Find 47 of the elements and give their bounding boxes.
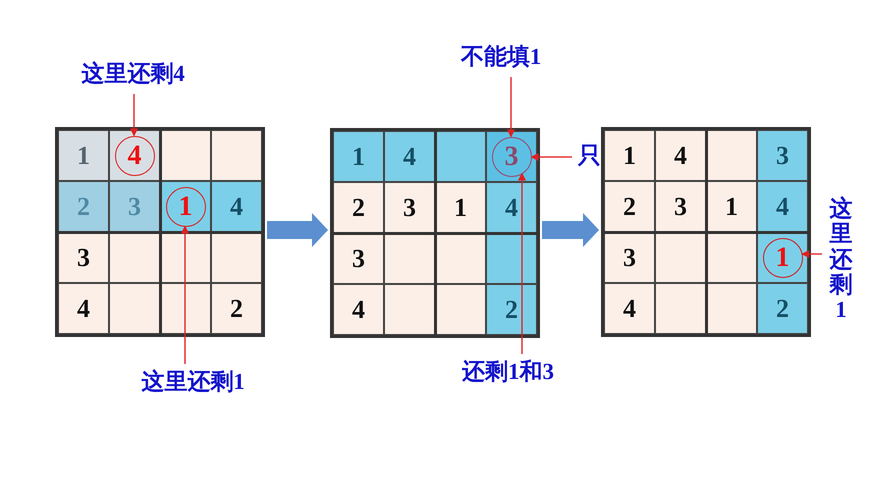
cell-number: 3 [674, 194, 687, 220]
circled-number: 3 [492, 136, 532, 176]
cell-number: 2 [230, 296, 243, 322]
cell-number: 3 [403, 194, 416, 220]
cell-number: 2 [352, 194, 365, 220]
cell-number: 4 [77, 296, 90, 322]
cell-number: 4 [230, 194, 243, 220]
sudoku-grid [55, 127, 265, 337]
leader-arrow [181, 226, 189, 364]
leader-arrow [518, 172, 526, 354]
callout-text: 这里还剩1 [110, 370, 276, 393]
circled-number: 1 [762, 238, 802, 278]
cell-number: 1 [725, 194, 738, 220]
sudoku-grid [601, 127, 811, 337]
block-arrow [267, 213, 328, 247]
cell-number: 2 [776, 296, 789, 322]
cell-number: 2 [77, 194, 90, 220]
cell-number: 1 [454, 194, 467, 220]
callout-text: 还剩1和3 [430, 360, 586, 383]
cell-number: 4 [352, 296, 365, 322]
callout-text: 这里还剩1 [828, 196, 854, 322]
cell-number: 4 [505, 194, 518, 220]
cell-number: 3 [128, 194, 141, 220]
cell-number: 1 [77, 142, 90, 168]
cell-number: 1 [352, 144, 365, 170]
cell-number: 2 [505, 296, 518, 322]
cell-number: 4 [674, 142, 687, 168]
cell-number: 4 [776, 194, 789, 220]
leader-arrow [130, 94, 138, 136]
leader-arrow [507, 77, 515, 138]
cell-number: 3 [623, 244, 636, 270]
callout-text: 只 [578, 144, 600, 167]
circled-number: 1 [166, 186, 206, 226]
sudoku-grid [330, 128, 540, 338]
cell-number: 3 [77, 244, 90, 270]
cell-number: 4 [403, 144, 416, 170]
cell-number: 3 [352, 246, 365, 272]
cell-number: 2 [623, 194, 636, 220]
leader-arrow [530, 153, 572, 161]
circled-number: 4 [114, 136, 154, 176]
callout-text: 这里还剩4 [50, 62, 216, 85]
cell-number: 4 [623, 296, 636, 322]
cell-number: 3 [776, 142, 789, 168]
block-arrow [542, 213, 599, 247]
cell-number: 1 [623, 142, 636, 168]
callout-text: 不能填1 [436, 45, 566, 68]
leader-arrow [801, 250, 822, 258]
